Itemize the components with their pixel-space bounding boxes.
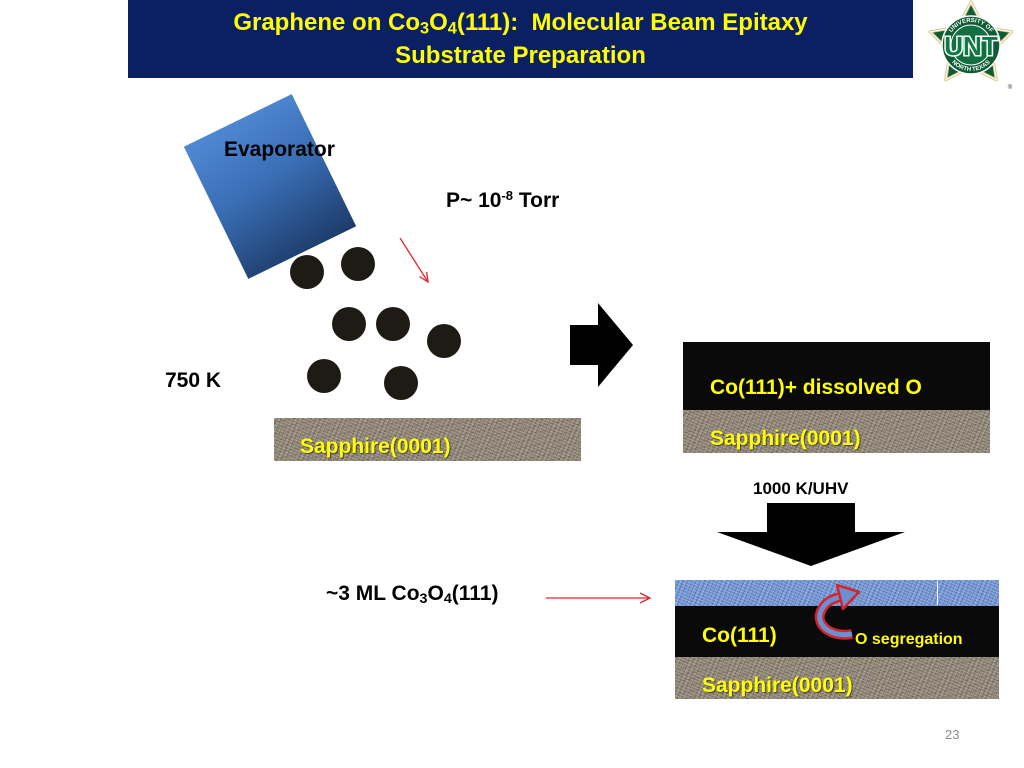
page-number: 23: [945, 727, 960, 742]
pressure-exponent: -8: [501, 187, 514, 203]
pressure-unit: Torr: [513, 189, 560, 212]
particle: [427, 324, 461, 358]
arrow-right-icon: [570, 303, 633, 387]
particle: [341, 247, 375, 281]
particle: [332, 307, 366, 341]
cobalt-film-layer: [683, 342, 990, 410]
pressure-pointer-arrow-icon: [399, 237, 429, 284]
cobalt-film-label: Co(111)+ dissolved O: [710, 376, 922, 399]
particle: [290, 255, 324, 289]
evaporator-label: Evaporator: [224, 138, 335, 161]
oxide-subscript: 4: [443, 591, 452, 608]
oxide-subscript: 3: [419, 591, 428, 608]
substrate-label: Sapphire(0001): [702, 674, 853, 697]
substrate-label: Sapphire(0001): [300, 435, 451, 458]
unt-logo: UNIVERSITY OF NORTH TEXAS UNT ®: [928, 0, 1014, 91]
title-bar: Graphene on Co3O4(111): Molecular Beam E…: [128, 0, 913, 78]
logo-wordmark: UNT: [944, 31, 998, 61]
substrate-label: Sapphire(0001): [710, 427, 861, 450]
substrate-layer-after-deposition: [683, 410, 990, 453]
oxide-text: O: [427, 582, 444, 605]
evaporator-source: [183, 94, 357, 279]
title-text: (111): Molecular Beam Epitaxy: [456, 9, 808, 36]
oxide-text: ~3 ML Co: [326, 582, 420, 605]
segregation-label: O segregation: [855, 631, 963, 648]
title-subscript: 3: [420, 19, 430, 38]
slide-title-line-1: Graphene on Co3O4(111): Molecular Beam E…: [128, 9, 913, 38]
temperature-label: 750 K: [165, 369, 222, 392]
pressure-base: P~ 10: [446, 189, 502, 212]
slide-title-line-2: Substrate Preparation: [395, 42, 646, 69]
oxide-text: (111): [451, 582, 499, 605]
oxide-layer: [675, 580, 999, 606]
logo-registered-mark: ®: [1008, 84, 1013, 91]
title-subscript: 4: [447, 19, 457, 38]
oxide-pointer-arrow-icon: [546, 592, 652, 604]
arrow-down-icon: [717, 503, 905, 566]
particle: [307, 359, 341, 393]
particle: [384, 366, 418, 400]
title-text: Graphene on Co: [233, 9, 421, 36]
cobalt-layer-label: Co(111): [702, 624, 777, 647]
oxide-callout-label: ~3 ML Co3O4(111): [326, 582, 499, 608]
particle: [376, 307, 410, 341]
layer-seam: [937, 581, 938, 605]
substrate-layer-after-anneal: [675, 657, 999, 699]
pressure-label: P~ 10-8 Torr: [446, 187, 560, 212]
title-text: O: [429, 9, 448, 36]
substrate-layer-deposition: [274, 418, 581, 461]
anneal-condition-label: 1000 K/UHV: [753, 479, 849, 498]
